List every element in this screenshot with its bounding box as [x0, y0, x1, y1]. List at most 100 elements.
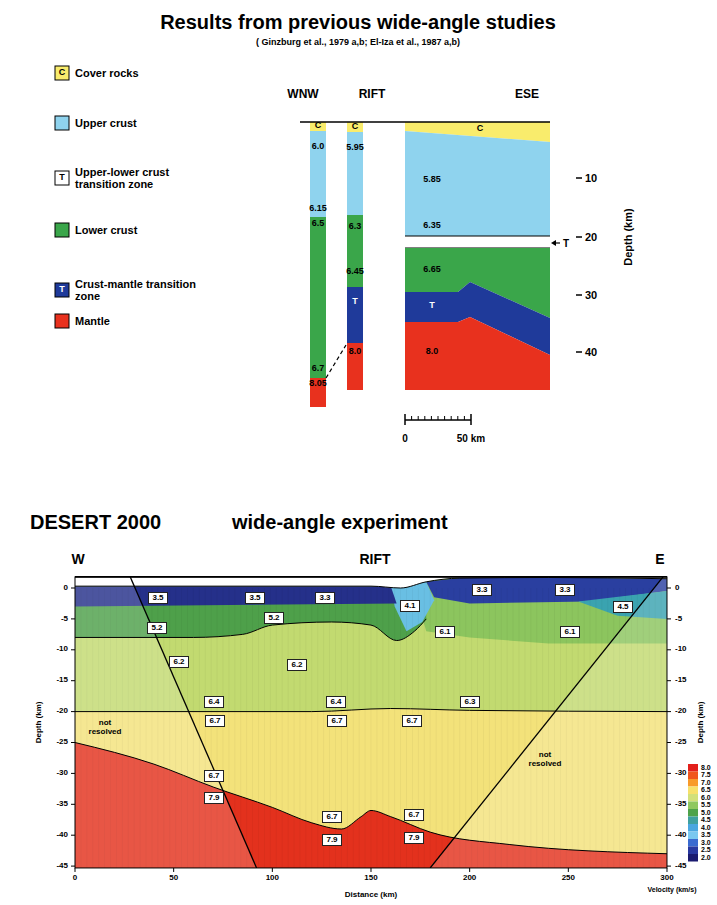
mantle-layer: [405, 317, 550, 390]
colorbar-label: 3.0: [701, 839, 711, 847]
legend-swatch: [55, 66, 69, 80]
scale-label: 0: [402, 433, 408, 444]
velocity-value: 6.65: [423, 265, 441, 275]
velocity-value: 8.0: [349, 347, 362, 357]
tick-label: -20: [675, 707, 687, 716]
crust-layer: [347, 343, 363, 390]
depth-tick: [576, 177, 582, 179]
axis-tick: [666, 868, 667, 872]
legend-swatch: [688, 809, 698, 817]
texture-stroke: [359, 588, 360, 868]
velocity-value: 5.95: [346, 143, 364, 153]
axis-title: Depth (km): [698, 701, 707, 743]
depth-tick-label: 10: [585, 172, 597, 184]
legend-label: Cover rocks: [75, 67, 200, 79]
velocity-value: 4.1: [404, 601, 415, 610]
velocity-box: 6.4: [326, 696, 345, 709]
velocity-model: [75, 577, 667, 868]
profile-direction: WNW: [287, 88, 318, 101]
legend-swatch: [688, 794, 698, 802]
axis-tick: [71, 773, 75, 774]
texture-stroke: [418, 588, 419, 868]
velocity-box: 6.1: [435, 626, 454, 639]
velocity-value: C: [477, 124, 484, 134]
tick-label: -30: [56, 769, 68, 778]
scale-tick: [424, 416, 425, 420]
tick-label: -5: [61, 615, 68, 624]
velocity-box: 7.9: [204, 792, 223, 805]
tick-label: -10: [56, 645, 68, 654]
texture-stroke: [299, 588, 300, 868]
panel-heading: DESERT 2000: [30, 511, 161, 533]
axis-tick: [667, 804, 671, 805]
axis-tick: [667, 680, 671, 681]
surface-line: [300, 121, 550, 123]
axis-tick: [667, 618, 671, 619]
axis-tick: [71, 711, 75, 712]
crust-layer: [347, 122, 363, 132]
scale-tick: [451, 416, 452, 420]
velocity-value: 7.9: [408, 833, 419, 842]
velocity-value: 6.5: [312, 219, 325, 229]
scale-tick: [457, 416, 458, 420]
texture-stroke: [353, 588, 354, 868]
tick-label: -40: [675, 831, 687, 840]
texture-stroke: [288, 588, 289, 868]
velocity-box: 5.2: [264, 612, 283, 625]
texture-stroke: [388, 588, 389, 868]
velocity-box: 6.7: [322, 811, 341, 824]
legend-label: Lower crust: [75, 224, 200, 236]
texture-stroke: [406, 588, 407, 868]
crust-layer: [347, 215, 363, 287]
plot-frame: [75, 577, 667, 868]
velocity-value: 6.2: [173, 657, 184, 666]
velocity-value: 8.0: [426, 347, 439, 357]
velocity-value: 6.2: [291, 660, 302, 669]
tick-label: -5: [675, 615, 682, 624]
velocity-value: 6.7: [408, 810, 419, 819]
legend-swatch: [688, 824, 698, 832]
tick-label: 0: [675, 584, 679, 593]
texture-stroke: [370, 588, 371, 868]
velocity-box: 5.2: [147, 622, 166, 635]
velocity-value: 6.45: [346, 267, 364, 277]
legend-swatch: [688, 802, 698, 810]
legend-swatch: [55, 223, 69, 237]
velocity-box: 3.5: [245, 592, 264, 605]
region-note: not resolved: [85, 719, 125, 737]
colorbar-label: 2.5: [701, 846, 711, 854]
reference-note: ( Ginzburg et al., 1979 a,b; El-Iza et a…: [256, 38, 460, 48]
legend-label: Upper crust: [75, 117, 200, 129]
axis-tick: [667, 742, 671, 743]
legend-swatch: [688, 839, 698, 847]
velocity-box: 3.3: [315, 592, 334, 605]
texture-stroke: [264, 588, 265, 868]
texture-stroke: [276, 588, 277, 868]
velocity-value: T: [352, 297, 358, 307]
resolution-limit: [430, 577, 663, 868]
velocity-value: 5.2: [268, 613, 279, 622]
legend-swatch: [55, 116, 69, 130]
axis-tick: [71, 588, 75, 589]
scale-label: 50 km: [457, 433, 485, 444]
legend-swatch: [688, 787, 698, 795]
profile-direction: ESE: [515, 88, 539, 101]
tick-label: -25: [675, 738, 687, 747]
tick-label: -40: [56, 831, 68, 840]
velocity-value: 7.9: [326, 835, 337, 844]
profile-direction: E: [655, 552, 664, 567]
tick-label: -20: [56, 707, 68, 716]
region-note: not resolved: [525, 751, 565, 769]
axis-tick: [568, 868, 569, 872]
velocity-value: 3.3: [559, 585, 570, 594]
crust-layer: [347, 287, 363, 343]
texture-stroke: [258, 588, 259, 868]
axis-tick: [370, 868, 371, 872]
texture-stroke: [246, 588, 247, 868]
depth-tick: [576, 294, 582, 296]
unresolved-area: [430, 577, 667, 868]
velocity-box: 6.7: [327, 715, 346, 728]
velocity-value: 3.5: [152, 593, 163, 602]
tick-label: 100: [266, 874, 279, 883]
legend-swatch: [688, 847, 698, 855]
